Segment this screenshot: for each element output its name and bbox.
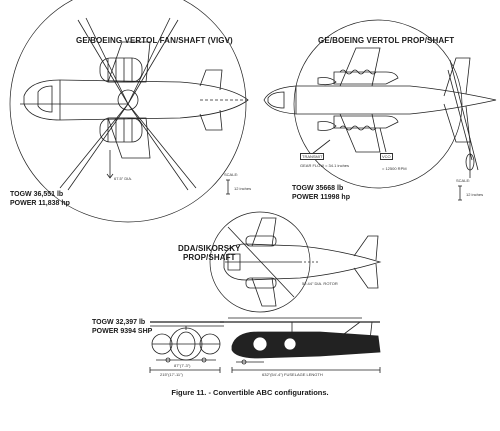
config1-power: POWER 11,838 hp	[10, 200, 70, 207]
config3-stats: TOGW 32,397 lb POWER 9394 SHP	[92, 318, 152, 336]
config3-dim-length: 632"(54'-4") FUSELAGE LENGTH	[262, 372, 323, 377]
config2-callout-right: VCO	[380, 153, 393, 160]
config1-stats: TOGW 36,551 lb POWER 11,838 hp	[10, 190, 70, 208]
config2-stats: TOGW 35668 lb POWER 11998 hp	[292, 184, 350, 202]
scale-bar-2	[458, 185, 462, 201]
config2-note-a: GEAR FLOW = 34.1 inches	[300, 163, 350, 168]
config3-title: DDA/SIKORSKY PROP/SHAFT	[178, 244, 241, 262]
config3-title-line2: PROP/SHAFT	[182, 253, 236, 262]
config1-togw: TOGW 36,551 lb	[10, 191, 64, 198]
dda-sikorsky-front-view	[149, 321, 224, 373]
config3-dim-width: 215"(17'-11")	[160, 372, 183, 377]
dda-sikorsky-planform	[209, 211, 382, 313]
config2-note-b: = 12500 RPM	[382, 166, 407, 171]
config1-scale-value: 12 inches	[234, 186, 252, 191]
config1-scale-label: SCALE:	[224, 172, 239, 177]
config2-scale-value: 12 inches	[466, 192, 484, 197]
config3-dim-span: 87"(7'-3")	[174, 363, 191, 368]
config2-title: GE/BOEING VERTOL PROP/SHAFT	[318, 36, 455, 45]
config2-callout-left: TRANSMIT	[300, 153, 325, 160]
config2-power: POWER 11998 hp	[292, 194, 350, 201]
prop-shaft-planform	[263, 19, 497, 189]
config2-togw: TOGW 35668 lb	[292, 185, 344, 192]
fan-shaft-planform	[9, 0, 249, 223]
config3-title-line1: DDA/SIKORSKY	[178, 244, 241, 253]
dda-sikorsky-side-view	[220, 317, 381, 373]
config3-dim-dia: 52.44" DIA. ROTOR	[302, 281, 338, 286]
scale-bar-1	[226, 179, 230, 195]
config1-title: GE/BOEING VERTOL FAN/SHAFT (VIGV)	[76, 36, 233, 45]
config3-togw: TOGW 32,397 lb	[92, 319, 146, 326]
config3-power: POWER 9394 SHP	[92, 328, 153, 335]
config1-dim-label: 67.5" DIA.	[114, 176, 133, 181]
figure-caption: Figure 11. - Convertible ABC configurati…	[171, 388, 329, 397]
config2-scale-label: SCALE:	[456, 178, 471, 183]
